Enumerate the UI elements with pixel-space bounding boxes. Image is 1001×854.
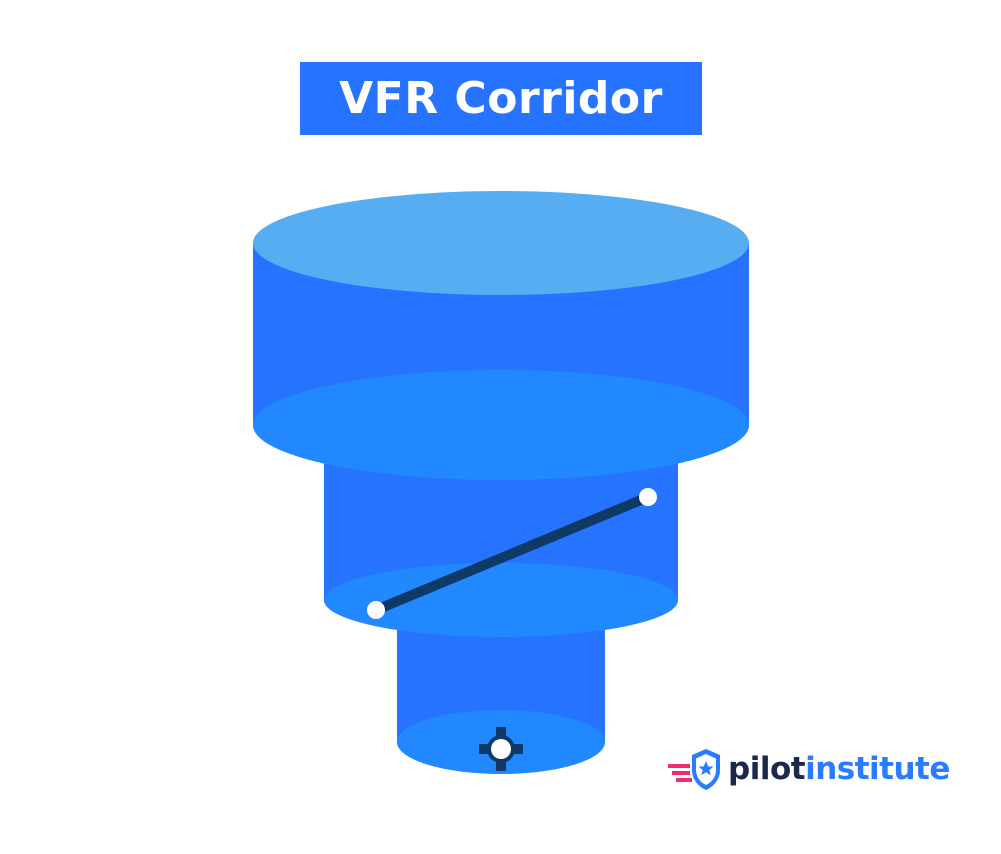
corridor-line [371, 492, 653, 615]
airport-icon [479, 727, 523, 771]
pilot-institute-shield-icon [668, 749, 720, 790]
brand-name-pilot: pilot [728, 750, 806, 787]
brand-name: pilotinstitute [728, 750, 950, 787]
middle-tier [324, 440, 678, 637]
upper-tier-top [253, 191, 749, 295]
corridor-entry-point [367, 601, 385, 619]
upper-tier-floor [253, 370, 749, 480]
upper-tier [253, 191, 749, 480]
brand-logo: pilotinstitute [668, 744, 950, 794]
vfr-corridor-path [367, 488, 657, 619]
title-banner: VFR Corridor [300, 62, 702, 135]
middle-tier-floor [324, 563, 678, 637]
brand-name-institute: institute [805, 750, 950, 787]
page-title: VFR Corridor [339, 72, 663, 124]
corridor-exit-point [639, 488, 657, 506]
